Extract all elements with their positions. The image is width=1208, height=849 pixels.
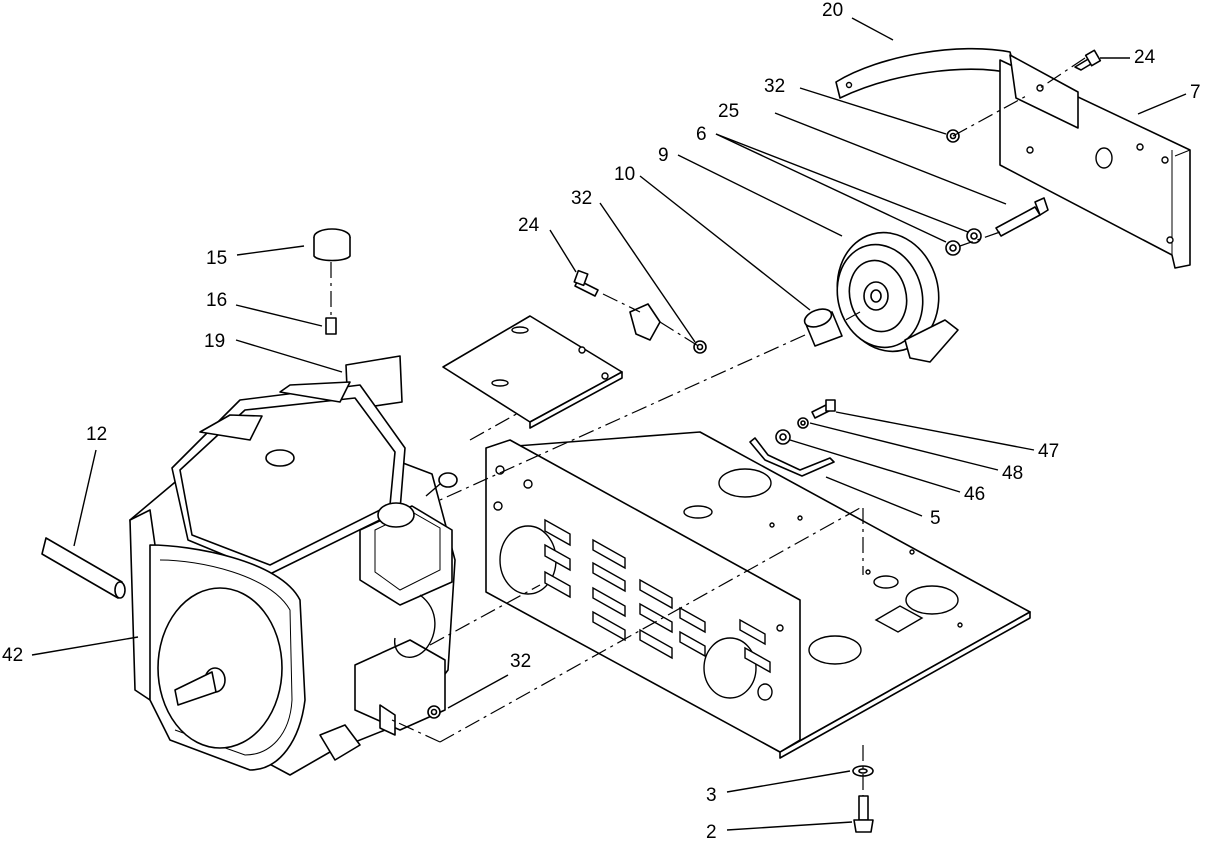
rod-5 xyxy=(749,437,835,477)
washers-6 xyxy=(945,228,982,256)
callout-6: 6 xyxy=(696,124,707,145)
callout-10: 10 xyxy=(614,164,635,185)
callout-48: 48 xyxy=(1002,463,1023,484)
chassis-side-rail xyxy=(485,439,801,753)
callout-3: 3 xyxy=(706,785,717,806)
bolt-24-middle xyxy=(573,269,599,297)
fitting-16 xyxy=(325,317,337,335)
callout-32-middle: 32 xyxy=(571,188,592,209)
washer-48 xyxy=(797,417,809,429)
bolt-25 xyxy=(995,197,1049,237)
upper-mount-plate xyxy=(442,303,661,429)
callout-47: 47 xyxy=(1038,441,1059,462)
cap-15 xyxy=(313,228,351,262)
callout-19: 19 xyxy=(204,331,225,352)
nut-32-middle xyxy=(693,340,707,354)
callout-25: 25 xyxy=(718,101,739,122)
callout-32-top: 32 xyxy=(764,76,785,97)
spacer-10 xyxy=(803,308,843,347)
callout-2: 2 xyxy=(706,822,717,843)
nut-32-bottom xyxy=(427,705,441,719)
callout-12: 12 xyxy=(86,424,107,445)
bolt-24-top xyxy=(1074,49,1102,71)
clutch-9 xyxy=(836,231,959,363)
engine-42 xyxy=(129,381,458,776)
callout-5: 5 xyxy=(930,508,941,529)
callout-42: 42 xyxy=(2,645,23,666)
callout-24-top: 24 xyxy=(1134,47,1156,68)
callout-7: 7 xyxy=(1190,82,1201,103)
leader-lines xyxy=(31,17,1187,831)
callout-16: 16 xyxy=(206,290,227,311)
hose-12 xyxy=(41,537,126,599)
mounting-bracket-7 xyxy=(999,54,1191,269)
callout-46: 46 xyxy=(964,484,985,505)
bolt-2 xyxy=(853,795,874,833)
callout-32-bottom: 32 xyxy=(510,651,531,672)
callout-20: 20 xyxy=(822,0,843,21)
bolt-47 xyxy=(811,399,836,419)
callout-9: 9 xyxy=(658,145,669,166)
assembly-centerlines xyxy=(330,57,1086,796)
callout-24-middle: 24 xyxy=(518,215,540,236)
washer-46 xyxy=(775,429,791,445)
callout-15: 15 xyxy=(206,248,227,269)
belt-guard-20 xyxy=(835,47,1017,99)
